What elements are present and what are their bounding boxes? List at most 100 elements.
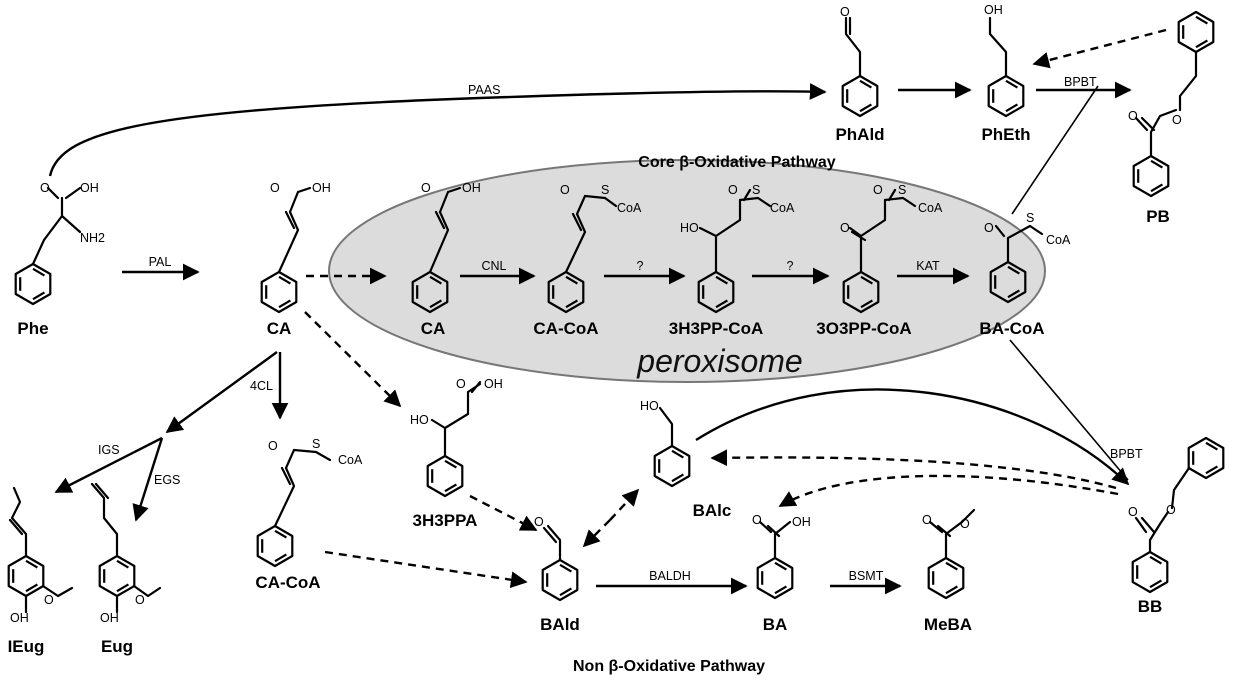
svg-text:O: O — [1128, 109, 1138, 123]
eug-structure: OH O — [90, 482, 162, 625]
compound-label: PhAld — [835, 125, 884, 144]
paas-arrow — [48, 83, 827, 177]
ca-coa-to-bald-dashed-arrow — [324, 550, 528, 589]
svg-text:O: O — [873, 183, 883, 197]
bb-to-balc-dashed-arrow — [710, 449, 1117, 490]
compound-label: PhEth — [981, 125, 1030, 144]
bald-structure: O — [534, 515, 579, 602]
svg-text:CoA: CoA — [617, 201, 642, 215]
enzyme-label: BPBT — [1110, 447, 1143, 461]
svg-text:CoA: CoA — [1046, 233, 1071, 247]
4cl-branch-arrow — [165, 351, 278, 433]
svg-text:O: O — [1172, 113, 1182, 127]
svg-text:S: S — [312, 437, 320, 451]
svg-text:S: S — [752, 183, 760, 197]
svg-text:O: O — [40, 181, 50, 195]
compound-label: 3H3PPA — [413, 511, 478, 530]
svg-text:OH: OH — [792, 515, 811, 529]
ca-structure: O OH — [260, 181, 331, 314]
svg-text:O: O — [984, 221, 994, 235]
svg-text:CoA: CoA — [918, 201, 943, 215]
ba-coa-to-pb-line — [1011, 85, 1099, 215]
svg-text:S: S — [898, 183, 906, 197]
core-pathway-title: Core β-Oxidative Pathway — [638, 154, 835, 171]
ca-coa-peroxisome-structure: O S CoA — [547, 183, 642, 314]
svg-text:OH: OH — [484, 377, 503, 391]
svg-text:OH: OH — [462, 181, 481, 195]
phald-structure: O — [840, 5, 879, 118]
ba-structure: O OH — [752, 513, 811, 600]
peroxisome-label: peroxisome — [636, 343, 802, 379]
svg-text:O: O — [421, 181, 431, 195]
svg-text:O: O — [534, 515, 544, 529]
svg-text:O: O — [960, 517, 970, 531]
balc-to-bb-arrow — [695, 388, 1130, 486]
compound-label: PB — [1146, 207, 1170, 226]
3h3ppa-to-bald-dashed-arrow — [469, 494, 538, 532]
compound-label: CA-CoA — [255, 573, 320, 592]
enzyme-label: BALDH — [649, 569, 691, 583]
compound-label: CA — [267, 319, 292, 338]
enzyme-label: PAAS — [468, 83, 500, 97]
svg-text:O: O — [840, 221, 850, 235]
svg-text:OH: OH — [10, 611, 29, 625]
compound-label: 3O3PP-CoA — [816, 319, 911, 338]
compound-label: CA — [421, 319, 446, 338]
svg-text:CoA: CoA — [338, 453, 363, 467]
svg-text:O: O — [560, 183, 570, 197]
compound-label: BA-CoA — [979, 319, 1044, 338]
svg-text:O: O — [44, 593, 54, 607]
h3pp-coa-structure: HO O S CoA — [680, 183, 795, 314]
bb-to-ba-dashed-arrow — [778, 474, 1119, 508]
enzyme-label: ? — [637, 259, 644, 273]
enzyme-label: IGS — [98, 443, 120, 457]
o3pp-coa-structure: O O S CoA — [840, 183, 943, 314]
enzyme-label: PAL — [149, 255, 172, 269]
ca-coa-structure: O S CoA — [256, 437, 363, 568]
svg-text:CoA: CoA — [770, 201, 795, 215]
svg-text:S: S — [601, 183, 609, 197]
balc-to-bald-dashed-arrow — [582, 519, 611, 548]
svg-text:O: O — [752, 513, 762, 527]
svg-text:O: O — [270, 181, 280, 195]
ieug-structure: OH O — [7, 486, 74, 625]
non-pathway-title: Non β-Oxidative Pathway — [573, 658, 765, 675]
compound-label: IEug — [8, 637, 45, 656]
compound-label: BA — [763, 615, 788, 634]
ba-coa-to-bb-line — [1009, 339, 1129, 481]
enzyme-label: CNL — [481, 259, 506, 273]
ca-peroxisome-structure: O OH — [411, 181, 481, 314]
compound-label: MeBA — [924, 615, 972, 634]
enzyme-label: BPBT — [1064, 75, 1097, 89]
svg-text:S: S — [1026, 211, 1034, 225]
pheth-structure: OH — [984, 3, 1025, 118]
svg-text:HO: HO — [680, 221, 699, 235]
igs-arrow — [54, 436, 163, 494]
ba-coa-structure: O S CoA — [984, 211, 1071, 304]
pb-structure: O O — [1128, 10, 1215, 198]
enzyme-label: KAT — [916, 259, 940, 273]
svg-text:O: O — [135, 593, 145, 607]
svg-text:O: O — [268, 439, 278, 453]
phe-structure: O OH NH2 — [14, 181, 105, 306]
egs-arrow — [132, 437, 164, 522]
h3ppa-structure: HO O OH — [410, 377, 503, 498]
svg-text:HO: HO — [640, 399, 659, 413]
svg-text:OH: OH — [100, 611, 119, 625]
svg-text:OH: OH — [80, 181, 99, 195]
svg-text:OH: OH — [312, 181, 331, 195]
balc-structure: HO — [640, 399, 691, 488]
svg-text:O: O — [922, 513, 932, 527]
enzyme-label: ? — [787, 259, 794, 273]
compound-label: CA-CoA — [533, 319, 598, 338]
compound-label: BB — [1138, 597, 1163, 616]
svg-text:O: O — [456, 377, 466, 391]
meba-structure: O O — [922, 508, 976, 600]
svg-text:OH: OH — [984, 3, 1003, 17]
svg-text:HO: HO — [410, 413, 429, 427]
svg-text:O: O — [840, 5, 850, 19]
compound-label: Phe — [17, 319, 48, 338]
enzyme-label: 4CL — [250, 379, 273, 393]
compound-label: 3H3PP-CoA — [669, 319, 763, 338]
